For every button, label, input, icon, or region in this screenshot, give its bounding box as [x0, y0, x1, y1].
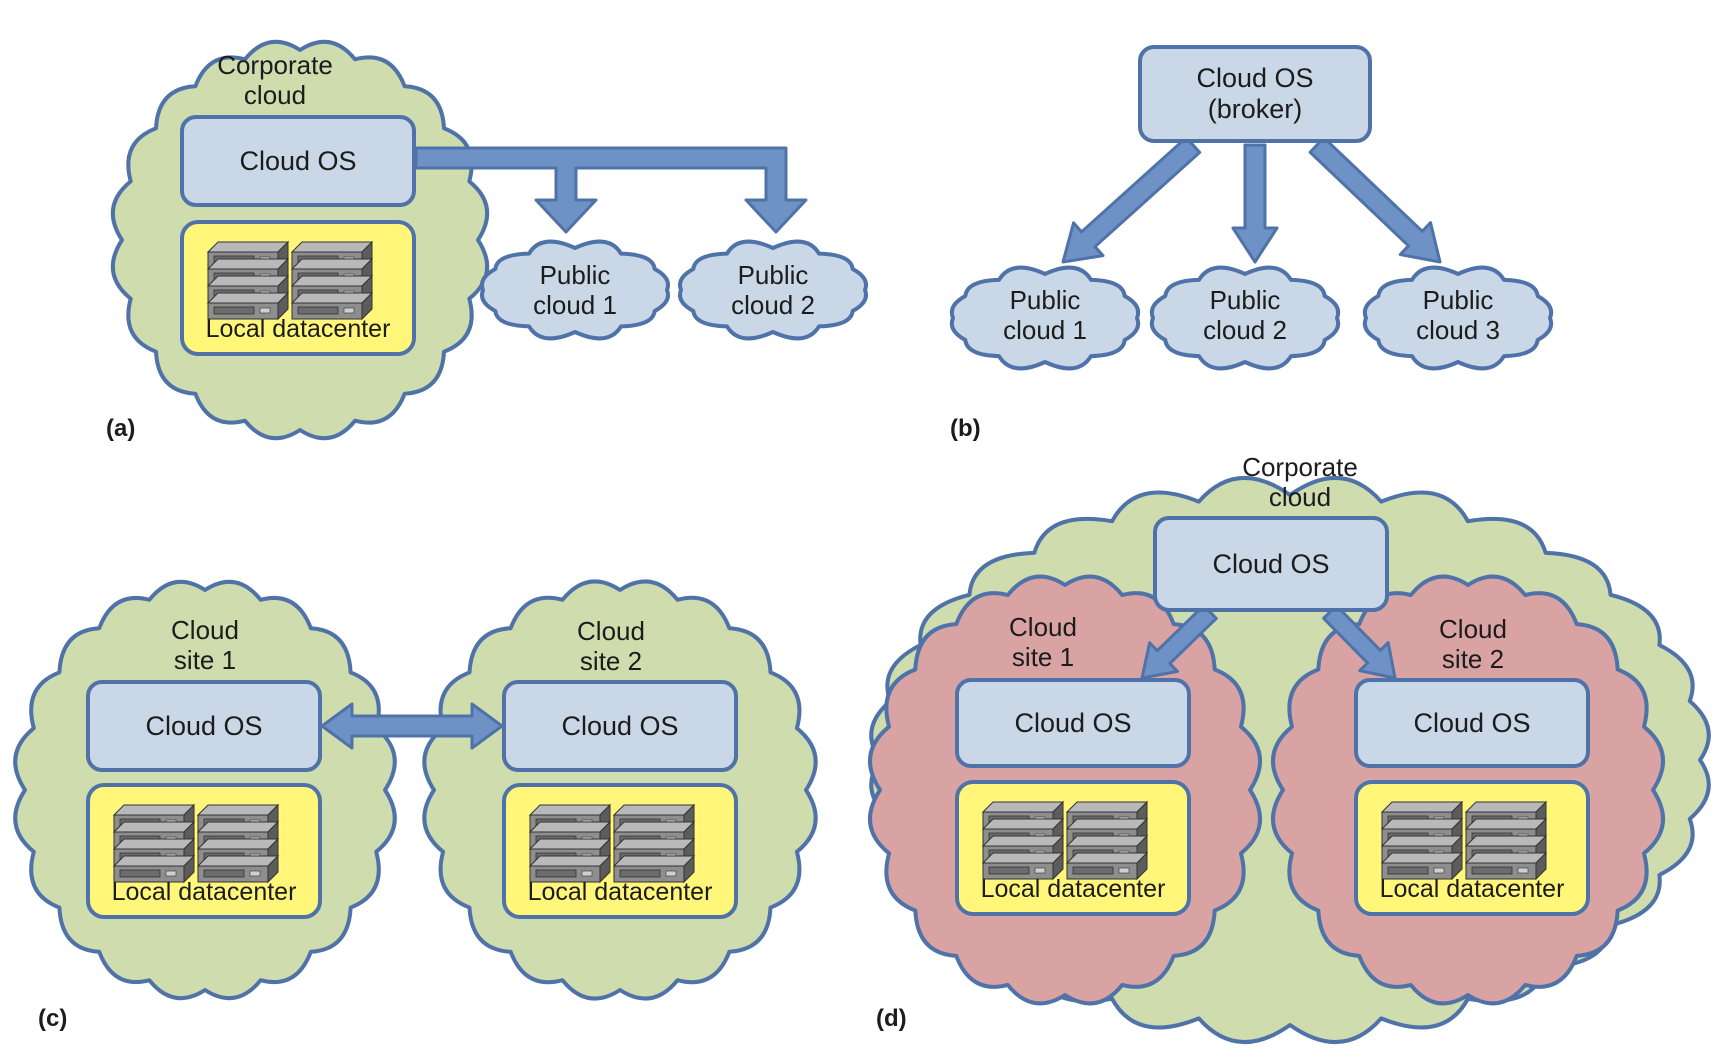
- panel-c-site-2-label: Cloud site 2: [577, 616, 645, 676]
- server-rack-icon: [981, 800, 1149, 881]
- panel-a-connector-arrow: [414, 146, 808, 234]
- panel-c-site-2-datacenter: Local datacenter: [502, 783, 738, 919]
- panel-b-public-cloud-3-label: Public cloud 3: [1416, 285, 1500, 345]
- server-rack-icon: [206, 240, 374, 321]
- panel-a-public-cloud-2: [678, 239, 868, 341]
- panel-c-site-2-cloud-os-box: Cloud OS: [502, 680, 738, 772]
- server-rack-icon: [1380, 800, 1548, 881]
- panel-a-tag: (a): [106, 415, 136, 442]
- panel-d-site-2-datacenter-label: Local datacenter: [1379, 875, 1565, 903]
- panel-a-corporate-cloud-label: Corporate cloud: [217, 50, 333, 110]
- panel-a-public-cloud-1: [480, 239, 670, 341]
- panel-b-arrow-1: [1061, 136, 1202, 264]
- panel-c-tag: (c): [38, 1005, 68, 1032]
- panel-a-local-datacenter: Local datacenter: [180, 220, 416, 356]
- panel-c-site-1-label: Cloud site 1: [171, 615, 239, 675]
- panel-d-site-1-datacenter-label: Local datacenter: [980, 875, 1166, 903]
- panel-b-broker-box: Cloud OS (broker): [1138, 45, 1372, 143]
- panel-d-cloud-os-box: Cloud OS: [1153, 516, 1389, 612]
- panel-d-tag: (d): [876, 1005, 907, 1032]
- panel-b-arrow-2: [1231, 143, 1279, 264]
- server-rack-icon: [528, 803, 696, 884]
- panel-b-arrow-3: [1308, 136, 1442, 264]
- panel-b-public-cloud-1: [949, 265, 1141, 371]
- panel-c-site-2-datacenter-label: Local datacenter: [527, 878, 713, 906]
- panel-d-corporate-cloud-label: Corporate cloud: [1242, 452, 1358, 512]
- panel-b-public-cloud-2-label: Public cloud 2: [1203, 285, 1287, 345]
- panel-d-site-1-cloud-os-box: Cloud OS: [955, 678, 1191, 768]
- panel-b-public-cloud-1-label: Public cloud 1: [1003, 285, 1087, 345]
- panel-c-site-1-datacenter-label: Local datacenter: [111, 878, 297, 906]
- panel-d-site-2-cloud-os-box: Cloud OS: [1354, 678, 1590, 768]
- panel-b-public-cloud-2: [1149, 265, 1341, 371]
- server-rack-icon: [112, 803, 280, 884]
- panel-c-site-1-cloud-os-box: Cloud OS: [86, 680, 322, 772]
- panel-d-site-1-label: Cloud site 1: [1009, 612, 1077, 672]
- panel-b-public-cloud-3: [1362, 265, 1554, 371]
- panel-d-arrow-site-1: [1140, 604, 1218, 680]
- panel-d-arrow-site-2: [1322, 604, 1397, 680]
- panel-c-site-1-datacenter: Local datacenter: [86, 783, 322, 919]
- panel-d-site-1-datacenter: Local datacenter: [955, 780, 1191, 916]
- panel-c-bidirectional-arrow: [320, 702, 504, 750]
- panel-d-site-2-datacenter: Local datacenter: [1354, 780, 1590, 916]
- panel-a-public-cloud-2-label: Public cloud 2: [731, 260, 815, 320]
- panel-b-tag: (b): [950, 415, 981, 442]
- panel-a-datacenter-label: Local datacenter: [205, 315, 391, 343]
- panel-a-public-cloud-1-label: Public cloud 1: [533, 260, 617, 320]
- panel-d-site-2-label: Cloud site 2: [1439, 614, 1507, 674]
- panel-a-cloud-os-box: Cloud OS: [180, 115, 416, 207]
